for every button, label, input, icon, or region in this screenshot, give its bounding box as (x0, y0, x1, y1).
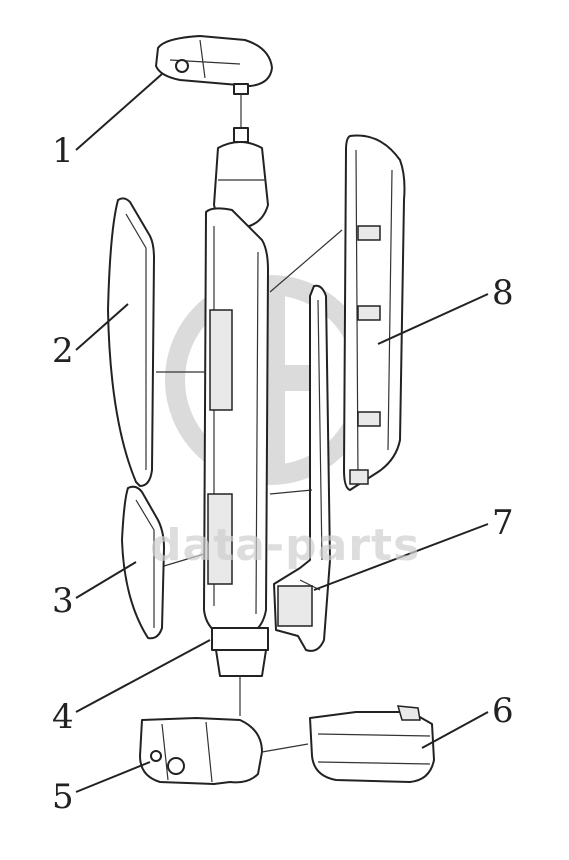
part-3-lower-glass (121, 485, 165, 640)
callout-3: 3 (52, 581, 74, 621)
callout-4: 4 (52, 697, 74, 737)
part-7-bracket-frame (273, 284, 331, 652)
callout-labels: 1 2 3 4 5 6 7 8 (52, 131, 514, 817)
callout-2: 2 (52, 331, 74, 371)
callout-7: 7 (492, 503, 514, 543)
callout-8: 8 (492, 273, 514, 313)
callout-1: 1 (52, 131, 74, 171)
part-4-main-body (203, 207, 269, 716)
part-5-lower-base (139, 717, 309, 785)
leader-lines (75, 73, 489, 793)
watermark-text: data-parts (150, 520, 420, 571)
part-1-top-cap (155, 35, 273, 95)
part-6-lower-cover (309, 705, 435, 783)
assembly-guide-lines (156, 229, 343, 567)
part-2-upper-glass (107, 197, 155, 487)
watermark-logo (165, 275, 375, 485)
part-8-outer-housing (343, 134, 406, 491)
callout-6: 6 (492, 691, 514, 731)
callout-5: 5 (52, 777, 74, 817)
